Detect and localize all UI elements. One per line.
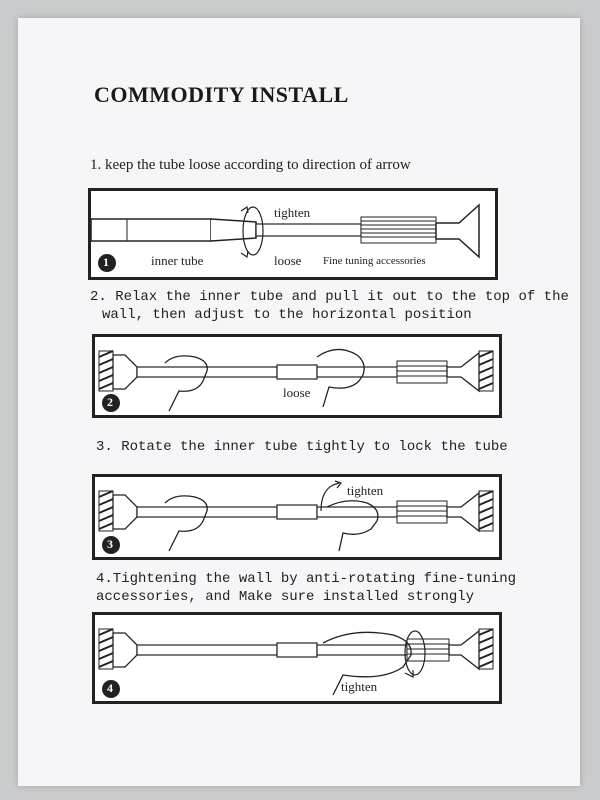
step-1-text: 1. keep the tube loose according to dire… — [90, 157, 411, 173]
step-2-text-line1: 2. Relax the inner tube and pull it out … — [90, 289, 569, 305]
page-title: COMMODITY INSTALL — [94, 82, 349, 107]
fine-tuning-label: Fine tuning accessories — [323, 255, 426, 267]
tighten-label: tighten — [274, 205, 311, 220]
step-4-number: 4 — [107, 681, 113, 695]
step-3-illustration — [98, 480, 494, 554]
step-4-panel: 4 tighten — [92, 612, 502, 704]
loose-label: loose — [274, 253, 302, 268]
step-2-panel: 2 loose — [92, 334, 502, 418]
step-3-number: 3 — [107, 537, 113, 551]
loose-label: loose — [283, 385, 311, 400]
instruction-sheet: COMMODITY INSTALL 1. keep the tube loose… — [18, 18, 580, 786]
step-2-illustration — [98, 348, 494, 412]
step-1-panel: 1 tighten inner tube loose Fine tuning a… — [88, 188, 498, 280]
step-4-text-line2: accessories, and Make sure installed str… — [96, 589, 475, 605]
step-2-number: 2 — [107, 395, 113, 409]
step-4-illustration — [98, 628, 494, 698]
step-1-number: 1 — [103, 255, 109, 269]
step-3-text: 3. Rotate the inner tube tightly to lock… — [96, 439, 508, 455]
tighten-label: tighten — [347, 483, 384, 498]
step-number-badge — [98, 254, 116, 272]
inner-tube-label: inner tube — [151, 253, 204, 268]
step-4-text-line1: 4.Tightening the wall by anti-rotating f… — [96, 571, 517, 587]
step-2-text-line2: wall, then adjust to the horizontal posi… — [102, 307, 472, 323]
step-3-panel: 3 tighten — [92, 474, 502, 560]
tighten-label: tighten — [341, 679, 378, 694]
step-1-illustration — [91, 203, 480, 272]
